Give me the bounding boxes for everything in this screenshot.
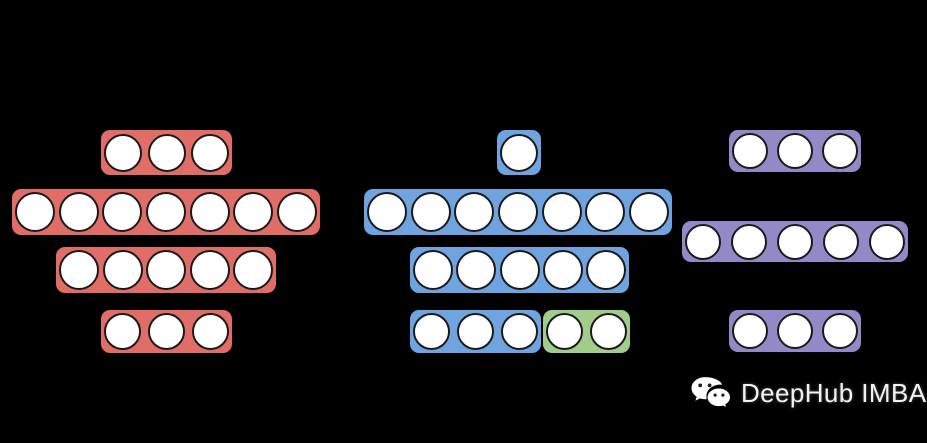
purple-layer-2[interactable] [682, 221, 908, 262]
node[interactable] [104, 133, 142, 172]
node[interactable] [454, 192, 495, 232]
node[interactable] [732, 133, 768, 169]
node[interactable] [822, 133, 858, 169]
node[interactable] [233, 250, 273, 290]
red-layer-4[interactable] [101, 310, 232, 353]
wechat-icon [690, 376, 732, 410]
node[interactable] [104, 313, 141, 350]
watermark-label: DeepHub IMBA [741, 377, 927, 408]
node[interactable] [233, 192, 274, 232]
node[interactable] [732, 313, 768, 349]
node[interactable] [147, 133, 186, 172]
purple-layer-3[interactable] [729, 310, 861, 352]
node[interactable] [585, 192, 626, 232]
red-layer-3[interactable] [56, 247, 276, 293]
node[interactable] [542, 250, 583, 290]
node[interactable] [822, 313, 858, 349]
node[interactable] [413, 313, 450, 350]
node[interactable] [148, 313, 185, 350]
node[interactable] [189, 192, 230, 232]
node[interactable] [777, 133, 813, 169]
node[interactable] [541, 192, 582, 232]
node[interactable] [192, 313, 229, 350]
node[interactable] [497, 192, 538, 232]
node[interactable] [777, 313, 813, 349]
node[interactable] [628, 192, 669, 232]
node[interactable] [59, 250, 99, 290]
node[interactable] [685, 223, 721, 260]
node[interactable] [102, 192, 143, 232]
node[interactable] [367, 192, 407, 232]
node[interactable] [58, 192, 99, 232]
node[interactable] [500, 133, 538, 172]
node[interactable] [191, 133, 229, 172]
blue-layer-0[interactable] [497, 130, 541, 175]
node[interactable] [586, 250, 626, 290]
red-layer-2[interactable] [12, 189, 320, 235]
node[interactable] [499, 250, 540, 290]
node[interactable] [501, 313, 538, 350]
blue-layer-2[interactable] [410, 247, 629, 293]
green-layer-1[interactable] [543, 310, 630, 353]
node[interactable] [276, 192, 317, 232]
node[interactable] [102, 250, 143, 290]
red-layer-1[interactable] [101, 130, 232, 175]
purple-layer-1[interactable] [729, 130, 861, 172]
node[interactable] [457, 313, 494, 350]
node[interactable] [145, 192, 186, 232]
blue-layer-3[interactable] [410, 310, 541, 353]
blue-layer-1[interactable] [364, 189, 672, 235]
node[interactable] [15, 192, 55, 232]
node[interactable] [456, 250, 497, 290]
node[interactable] [869, 223, 905, 260]
node[interactable] [546, 313, 583, 350]
watermark: DeepHub IMBA [690, 376, 926, 410]
node[interactable] [410, 192, 451, 232]
node[interactable] [189, 250, 230, 290]
node[interactable] [731, 223, 767, 260]
node[interactable] [590, 313, 627, 350]
node[interactable] [823, 223, 859, 260]
node[interactable] [777, 223, 813, 260]
node[interactable] [413, 250, 453, 290]
node[interactable] [146, 250, 186, 290]
